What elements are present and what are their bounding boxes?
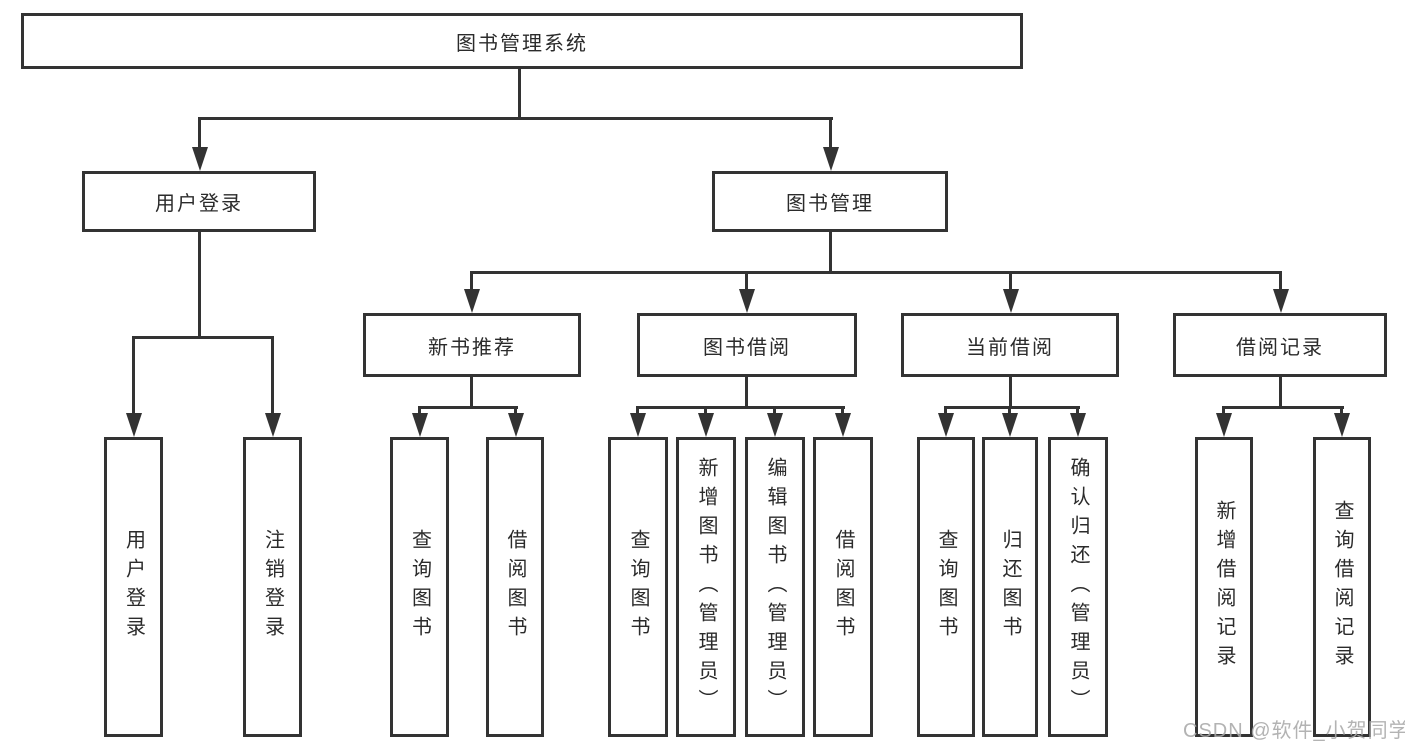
connector-line — [829, 232, 832, 274]
connector-line — [418, 406, 421, 415]
node-book-borrow: 图书借阅 — [637, 313, 857, 377]
node-query-borrow-record: 查询借阅记录 — [1313, 437, 1371, 737]
connector-line — [132, 336, 135, 416]
connector-line — [418, 406, 518, 409]
arrowhead-down-icon — [264, 413, 281, 437]
node-add-borrow-record: 新增借阅记录 — [1195, 437, 1253, 737]
connector-line — [1008, 406, 1011, 415]
arrowhead-down-icon — [738, 289, 755, 313]
arrowhead-down-icon — [630, 413, 646, 437]
arrowhead-down-icon — [1002, 289, 1019, 313]
arrowhead-down-icon — [822, 147, 839, 171]
connector-line — [1222, 406, 1344, 409]
node-edit-book-admin: 编辑图书（管理员） — [745, 437, 805, 737]
node-add-book-admin: 新增图书（管理员） — [676, 437, 736, 737]
arrowhead-down-icon — [191, 147, 208, 171]
connector-line — [944, 406, 947, 415]
node-borrow-book-newrec: 借阅图书 — [486, 437, 544, 737]
node-borrow-book-leaf: 借阅图书 — [813, 437, 873, 737]
arrowhead-down-icon — [1216, 413, 1232, 437]
arrowhead-down-icon — [835, 413, 851, 437]
connector-line — [518, 69, 521, 119]
arrowhead-down-icon — [1334, 413, 1350, 437]
connector-line — [1340, 406, 1343, 415]
csdn-watermark: CSDN @软件_小贺同学 — [1183, 720, 1405, 742]
node-confirm-return-admin: 确认归还（管理员） — [1048, 437, 1108, 737]
arrowhead-down-icon — [1002, 413, 1018, 437]
connector-line — [132, 336, 274, 339]
node-borrow-records: 借阅记录 — [1173, 313, 1387, 377]
connector-line — [829, 117, 832, 150]
arrowhead-down-icon — [938, 413, 954, 437]
connector-line — [773, 406, 776, 415]
connector-line — [1279, 271, 1282, 292]
arrowhead-down-icon — [1070, 413, 1086, 437]
connector-line — [636, 406, 639, 415]
connector-line — [636, 406, 845, 409]
node-query-book-current: 查询图书 — [917, 437, 975, 737]
arrowhead-down-icon — [767, 413, 783, 437]
connector-line — [1076, 406, 1079, 415]
connector-line — [1222, 406, 1225, 415]
arrowhead-down-icon — [411, 413, 428, 437]
connector-line — [470, 377, 473, 408]
node-return-book: 归还图书 — [982, 437, 1038, 737]
connector-line — [841, 406, 844, 415]
arrowhead-down-icon — [1272, 289, 1289, 313]
connector-line — [198, 232, 201, 338]
arrowhead-down-icon — [698, 413, 714, 437]
connector-line — [198, 117, 201, 150]
node-logout-leaf: 注销登录 — [243, 437, 302, 737]
node-query-book-newrec: 查询图书 — [390, 437, 449, 737]
connector-line — [470, 271, 473, 292]
node-current-borrow: 当前借阅 — [901, 313, 1119, 377]
node-book-management: 图书管理 — [712, 171, 948, 232]
connector-line — [1279, 377, 1282, 408]
connector-line — [271, 336, 274, 416]
node-user-login: 用户登录 — [82, 171, 316, 232]
connector-line — [944, 406, 1080, 409]
node-query-book-borrow: 查询图书 — [608, 437, 668, 737]
node-new-book-recommend: 新书推荐 — [363, 313, 581, 377]
connector-line — [1009, 271, 1012, 292]
connector-line — [470, 271, 1281, 274]
connector-line — [514, 406, 517, 415]
connector-line — [198, 117, 833, 120]
connector-line — [704, 406, 707, 415]
node-root: 图书管理系统 — [21, 13, 1023, 69]
arrowhead-down-icon — [507, 413, 524, 437]
node-user-login-leaf: 用户登录 — [104, 437, 163, 737]
connector-line — [745, 377, 748, 408]
arrowhead-down-icon — [464, 289, 480, 313]
arrowhead-down-icon — [125, 413, 142, 437]
connector-line — [1009, 377, 1012, 408]
connector-line — [745, 271, 748, 292]
